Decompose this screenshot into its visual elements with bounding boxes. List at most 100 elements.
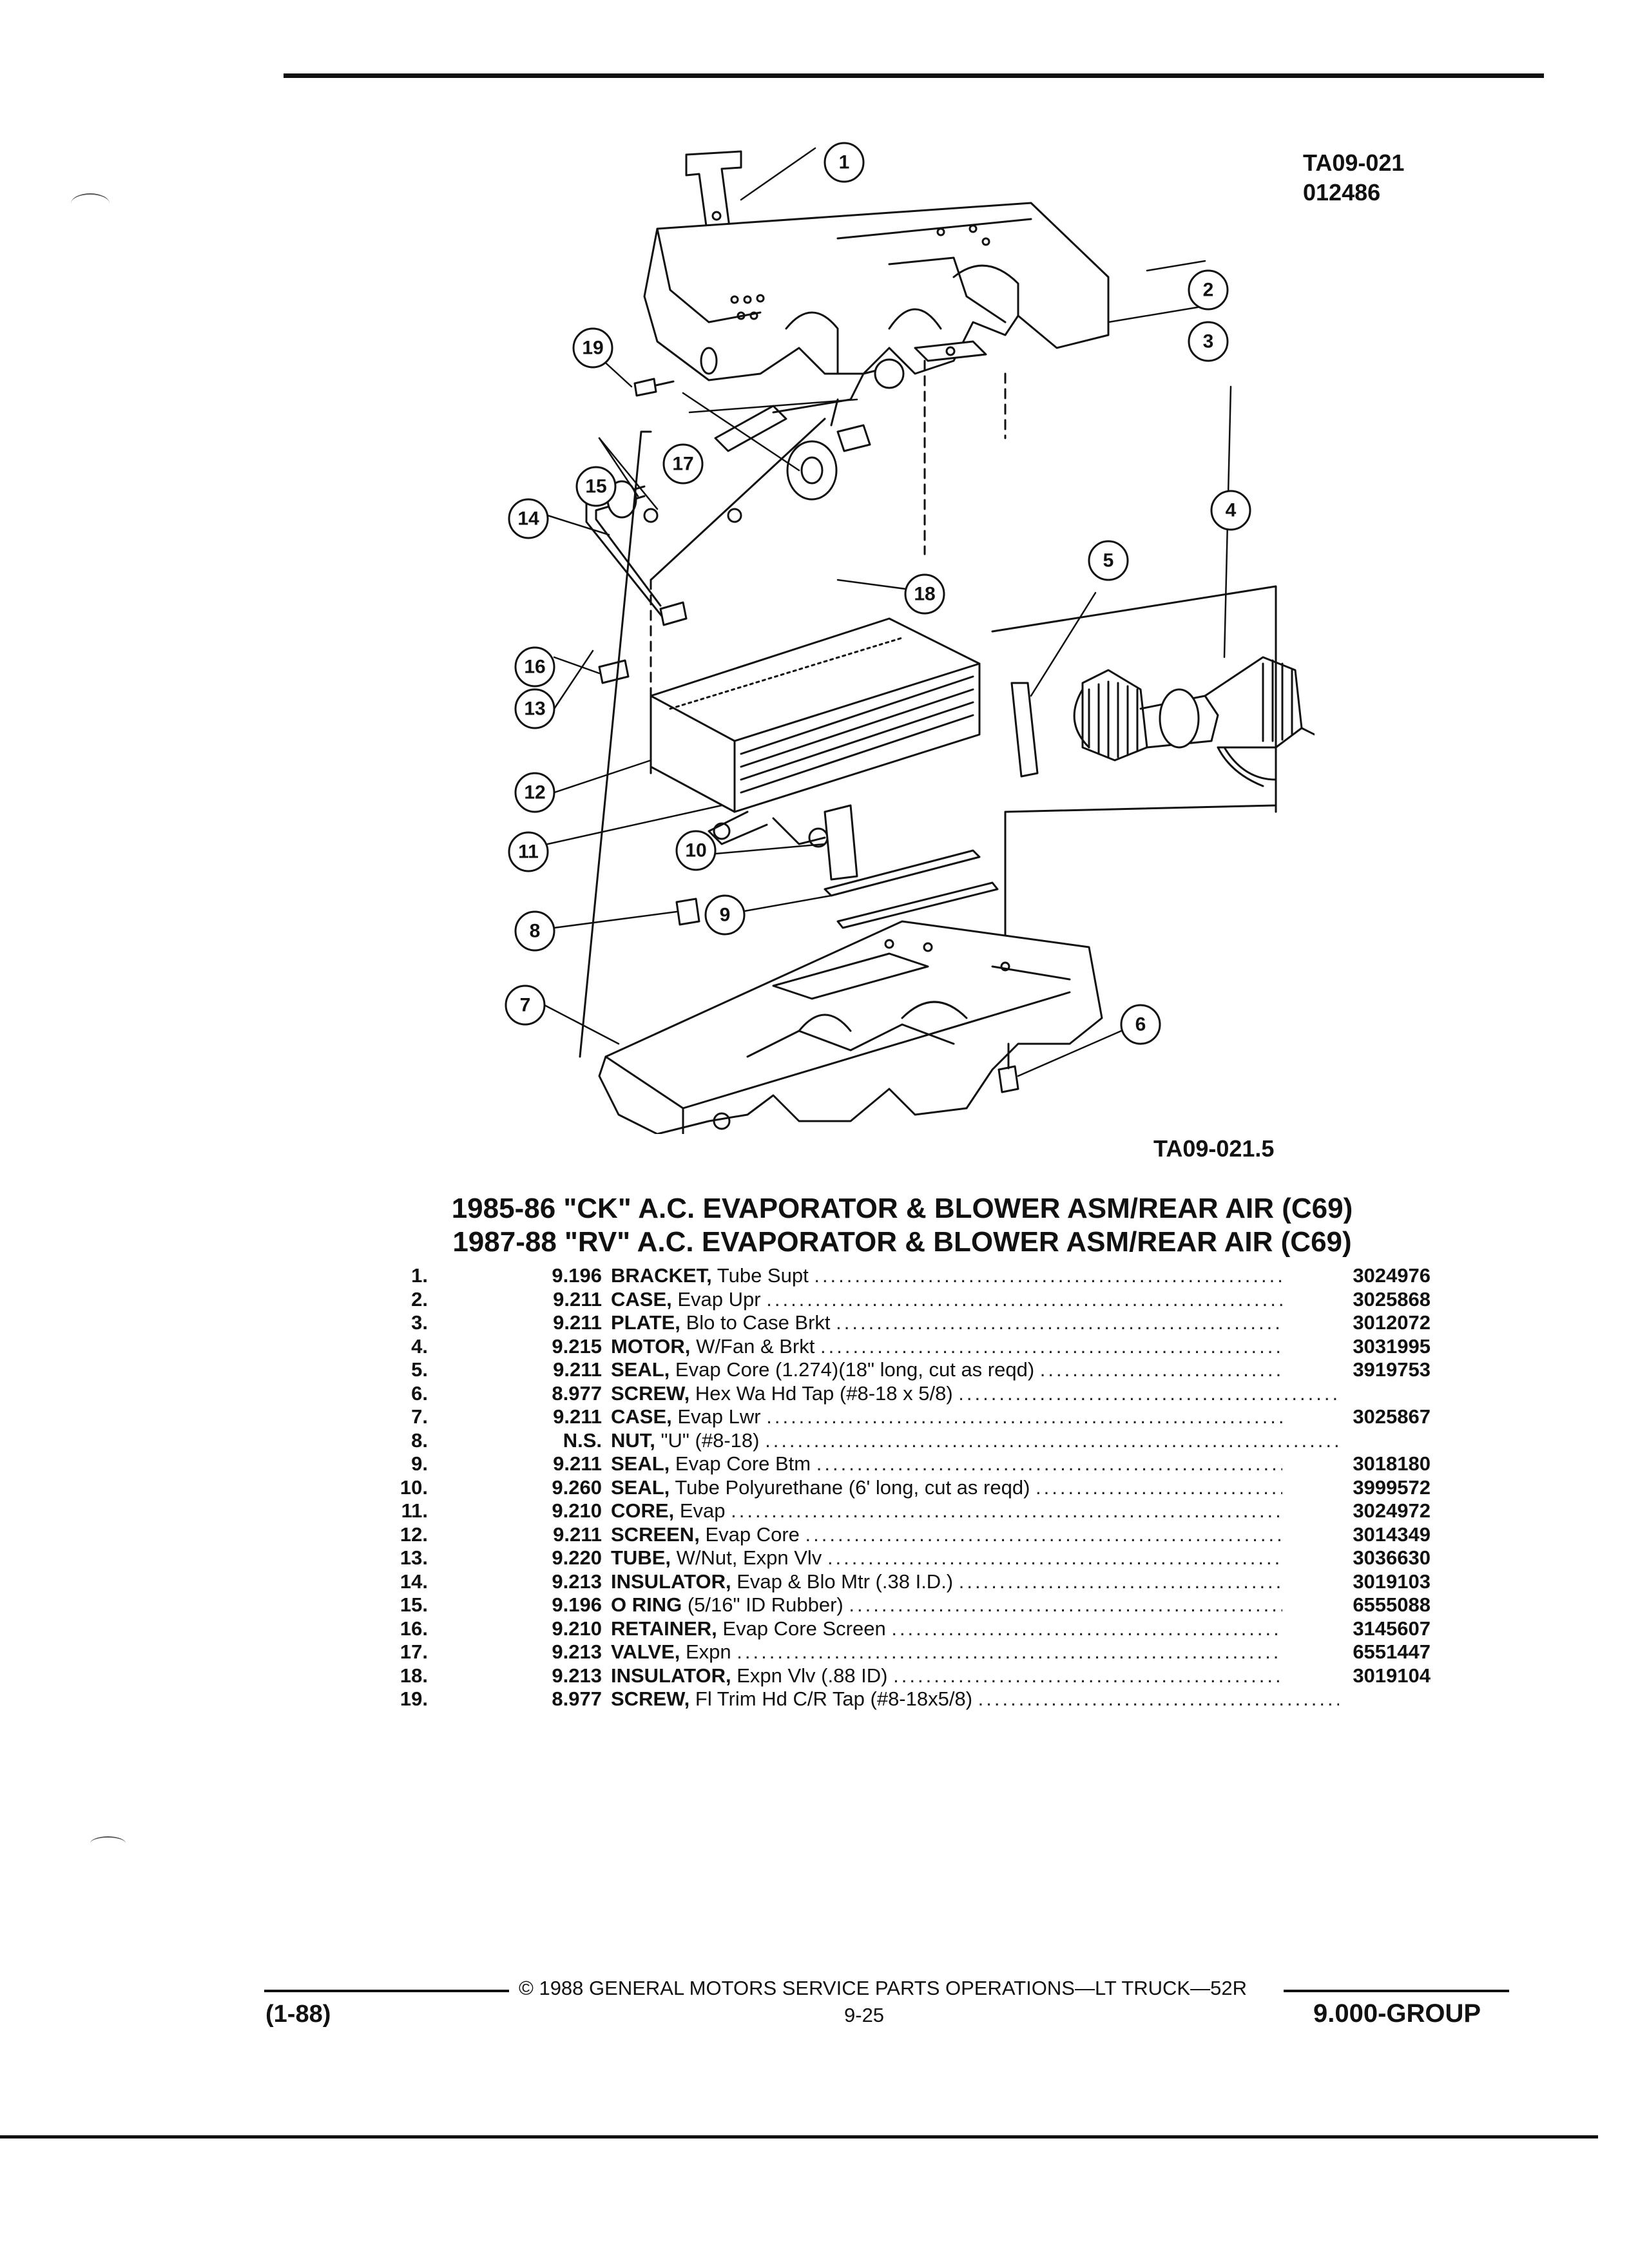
callout-11: 11	[508, 831, 549, 872]
item-number: 14.	[400, 1570, 428, 1593]
part-name: NUT,	[611, 1428, 655, 1452]
part-name: BRACKET,	[611, 1264, 712, 1287]
svg-text:17: 17	[672, 454, 693, 475]
part-name: O RING	[611, 1593, 682, 1616]
part-name: SEAL,	[611, 1358, 670, 1381]
part-description: SEAL, Evap Core (1.274)(18" long, cut as…	[611, 1358, 1339, 1381]
part-number: 3031995	[1282, 1334, 1431, 1358]
callout-6: 6	[1120, 1004, 1161, 1045]
part-name: TUBE,	[611, 1546, 671, 1569]
part-description: SCREEN, Evap Core ......................…	[611, 1523, 1339, 1546]
part-description: BRACKET, Tube Supt .....................…	[611, 1264, 1339, 1287]
leader-dots: ........................................…	[827, 1546, 1339, 1569]
part-name: CASE,	[611, 1287, 672, 1311]
leader-dots: ........................................…	[731, 1499, 1339, 1522]
callout-4: 4	[1210, 490, 1251, 531]
part-name: SEAL,	[611, 1475, 670, 1499]
part-description: NUT, "U" (#8-18) .......................…	[611, 1429, 1339, 1452]
part-description: PLATE, Blo to Case Brkt ................…	[611, 1311, 1339, 1334]
part-description: RETAINER, Evap Core Screen .............…	[611, 1617, 1339, 1640]
svg-text:7: 7	[520, 995, 531, 1016]
part-name: RETAINER,	[611, 1617, 717, 1640]
part-detail: Evap Core	[705, 1523, 800, 1546]
item-number: 6.	[411, 1381, 428, 1405]
blower-plate-drawing	[914, 340, 987, 362]
group-number: 9.211	[553, 1287, 602, 1311]
part-number: 3999572	[1282, 1475, 1431, 1499]
item-number: 16.	[400, 1617, 428, 1640]
item-number: 10.	[400, 1475, 428, 1499]
group-number: 9.260	[552, 1475, 602, 1499]
part-detail: "U" (#8-18)	[660, 1428, 760, 1452]
callout-10: 10	[675, 830, 717, 871]
part-description: CASE, Evap Upr .........................…	[611, 1288, 1339, 1311]
part-number: 3036630	[1282, 1546, 1431, 1570]
leader-dots: ........................................…	[849, 1593, 1339, 1616]
evap-core-drawing	[650, 617, 981, 848]
part-detail: Fl Trim Hd C/R Tap (#8-18x5/8)	[695, 1687, 973, 1710]
part-detail: (5/16" ID Rubber)	[687, 1593, 843, 1616]
leader-dots: ........................................…	[820, 1334, 1339, 1358]
part-description: SEAL, Evap Core Btm ....................…	[611, 1452, 1339, 1475]
footer-rule-left	[264, 1990, 509, 1992]
item-number: 13.	[400, 1546, 428, 1569]
part-detail: Expn Vlv (.88 ID)	[737, 1664, 888, 1687]
footer-rule-right	[1284, 1990, 1509, 1992]
item-number: 3.	[411, 1311, 428, 1334]
part-description: CORE, Evap .............................…	[611, 1499, 1339, 1523]
svg-text:1: 1	[839, 152, 850, 173]
part-number: 3024972	[1282, 1499, 1431, 1523]
scan-mark	[71, 193, 110, 214]
page-title-line-1: 1985-86 "CK" A.C. EVAPORATOR & BLOWER AS…	[451, 1193, 1353, 1224]
callout-13: 13	[514, 688, 555, 729]
footer-copyright: © 1988 GENERAL MOTORS SERVICE PARTS OPER…	[519, 1977, 1247, 1999]
part-name: SEAL,	[611, 1452, 670, 1475]
part-name: PLATE,	[611, 1311, 680, 1334]
group-number: 9.220	[552, 1546, 602, 1569]
leader-dots: ........................................…	[765, 1428, 1339, 1452]
part-description: INSULATOR, Evap & Blo Mtr (.38 I.D.) ...…	[611, 1570, 1339, 1593]
item-number: 19.	[400, 1687, 428, 1710]
leader-dots: ........................................…	[836, 1311, 1339, 1334]
callout-12: 12	[514, 772, 555, 813]
item-number: 18.	[400, 1664, 428, 1687]
part-detail: Tube Supt	[717, 1264, 809, 1287]
part-number: 3919753	[1282, 1358, 1431, 1381]
group-number: 9.213	[552, 1640, 602, 1663]
blower-motor-drawing	[1073, 656, 1315, 787]
bottom-rule	[0, 2135, 1598, 2138]
svg-text:9: 9	[720, 905, 731, 926]
part-number: 3018180	[1282, 1452, 1431, 1475]
svg-text:16: 16	[524, 657, 545, 678]
leader-dots: ........................................…	[893, 1664, 1339, 1687]
drawing-id-bottom: TA09-021.5	[1153, 1135, 1275, 1162]
callout-17: 17	[662, 443, 704, 485]
part-name: INSULATOR,	[611, 1664, 731, 1687]
svg-text:14: 14	[517, 508, 539, 530]
footer-group-label: 9.000-GROUP	[1313, 1999, 1481, 2028]
group-number: 8.977	[552, 1381, 602, 1405]
svg-text:12: 12	[524, 782, 545, 803]
callout-5: 5	[1088, 540, 1129, 581]
part-number: 3024976	[1282, 1264, 1431, 1287]
screw-6-drawing	[998, 1043, 1019, 1093]
part-detail: Evap Upr	[677, 1287, 761, 1311]
upper-evap-case-drawing	[643, 202, 1110, 381]
page-title-line-2: 1987-88 "RV" A.C. EVAPORATOR & BLOWER AS…	[452, 1226, 1352, 1258]
leader-dots: ........................................…	[766, 1405, 1339, 1428]
part-name: SCREEN,	[611, 1523, 700, 1546]
item-number: 12.	[400, 1523, 428, 1546]
item-number: 11.	[401, 1499, 428, 1522]
part-number: 3014349	[1282, 1523, 1431, 1546]
item-number: 15.	[400, 1593, 428, 1616]
callout-18: 18	[904, 573, 945, 615]
part-description: O RING (5/16" ID Rubber) ...............…	[611, 1593, 1339, 1617]
top-rule	[284, 73, 1544, 78]
group-number: 9.196	[552, 1593, 602, 1616]
